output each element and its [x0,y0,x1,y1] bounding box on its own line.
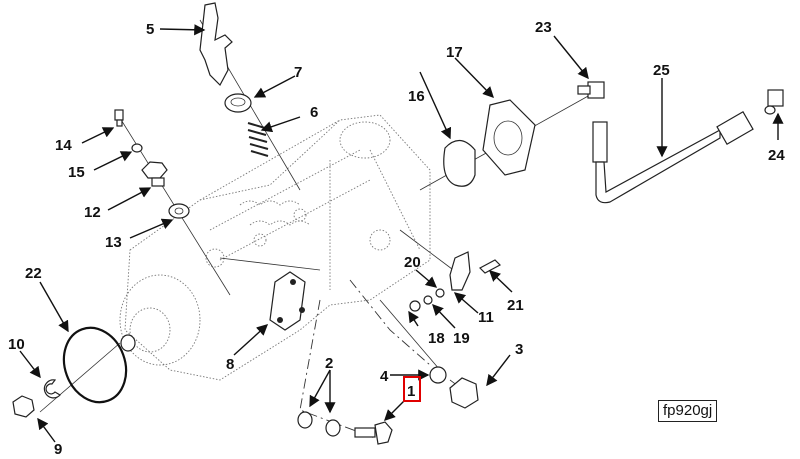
callout-10: 10 [8,336,25,353]
callout-20: 20 [404,254,421,271]
part-9-nut [12,395,35,418]
callout-19: 19 [453,330,470,347]
callout-22: 22 [25,265,42,282]
part-7-retainer [224,93,252,113]
callout-14: 14 [55,137,72,154]
part-4-washer [429,366,447,384]
callout-15: 15 [68,164,85,181]
callout-16: 16 [408,88,425,105]
callout-5: 5 [146,21,154,38]
callout-2: 2 [325,355,333,372]
part-5-lever [199,2,233,86]
part-10-lock-washer [43,379,61,399]
part-6-spring [247,122,269,157]
callout-4: 4 [380,368,389,385]
figure-id-label: fp920gj [658,400,718,422]
part-20-washer [435,288,445,298]
part-16-gasket [443,139,476,187]
part-18-nut [409,300,421,312]
pump-body [119,114,431,381]
part-1-banjo-bolt [354,421,393,445]
highlight-box [403,376,421,402]
part-13-washer [168,203,190,219]
callout-1: 1 [407,383,415,400]
callout-8: 8 [226,356,234,373]
part-2-washer-a [297,411,313,429]
part-25-fuel-line [592,111,754,204]
part-11-bracket [449,251,471,291]
callout-9: 9 [54,441,62,458]
callout-13: 13 [105,234,122,251]
callout-17: 17 [446,44,463,61]
part-15-washer [131,143,143,153]
callout-25: 25 [653,62,670,79]
callout-3: 3 [515,341,523,358]
part-19-lock-washer [423,295,433,305]
part-12-fitting [141,161,168,187]
part-8-cover-plate [269,271,306,331]
part-2-washer-b [325,419,341,437]
part-22-o-ring [62,326,128,404]
callout-21: 21 [507,297,524,314]
callout-18: 18 [428,330,445,347]
part-23-elbow [577,81,605,99]
callout-11: 11 [478,309,494,326]
callout-labels: 5 7 6 14 15 12 13 22 10 9 8 2 4 1 3 16 1… [8,19,785,458]
part-21-screw [479,259,501,274]
callout-23: 23 [535,19,552,36]
drive-shaft [120,334,136,352]
part-3-plug [449,377,479,409]
part-24-elbow [764,89,784,115]
part-14-bleed-screw [114,109,124,127]
leader-lines [19,24,784,443]
centerlines [39,19,591,441]
callout-24: 24 [768,147,785,164]
callout-6: 6 [310,104,318,121]
callout-7: 7 [294,64,302,81]
part-17-flange-plate [482,99,536,176]
callout-12: 12 [84,204,101,221]
